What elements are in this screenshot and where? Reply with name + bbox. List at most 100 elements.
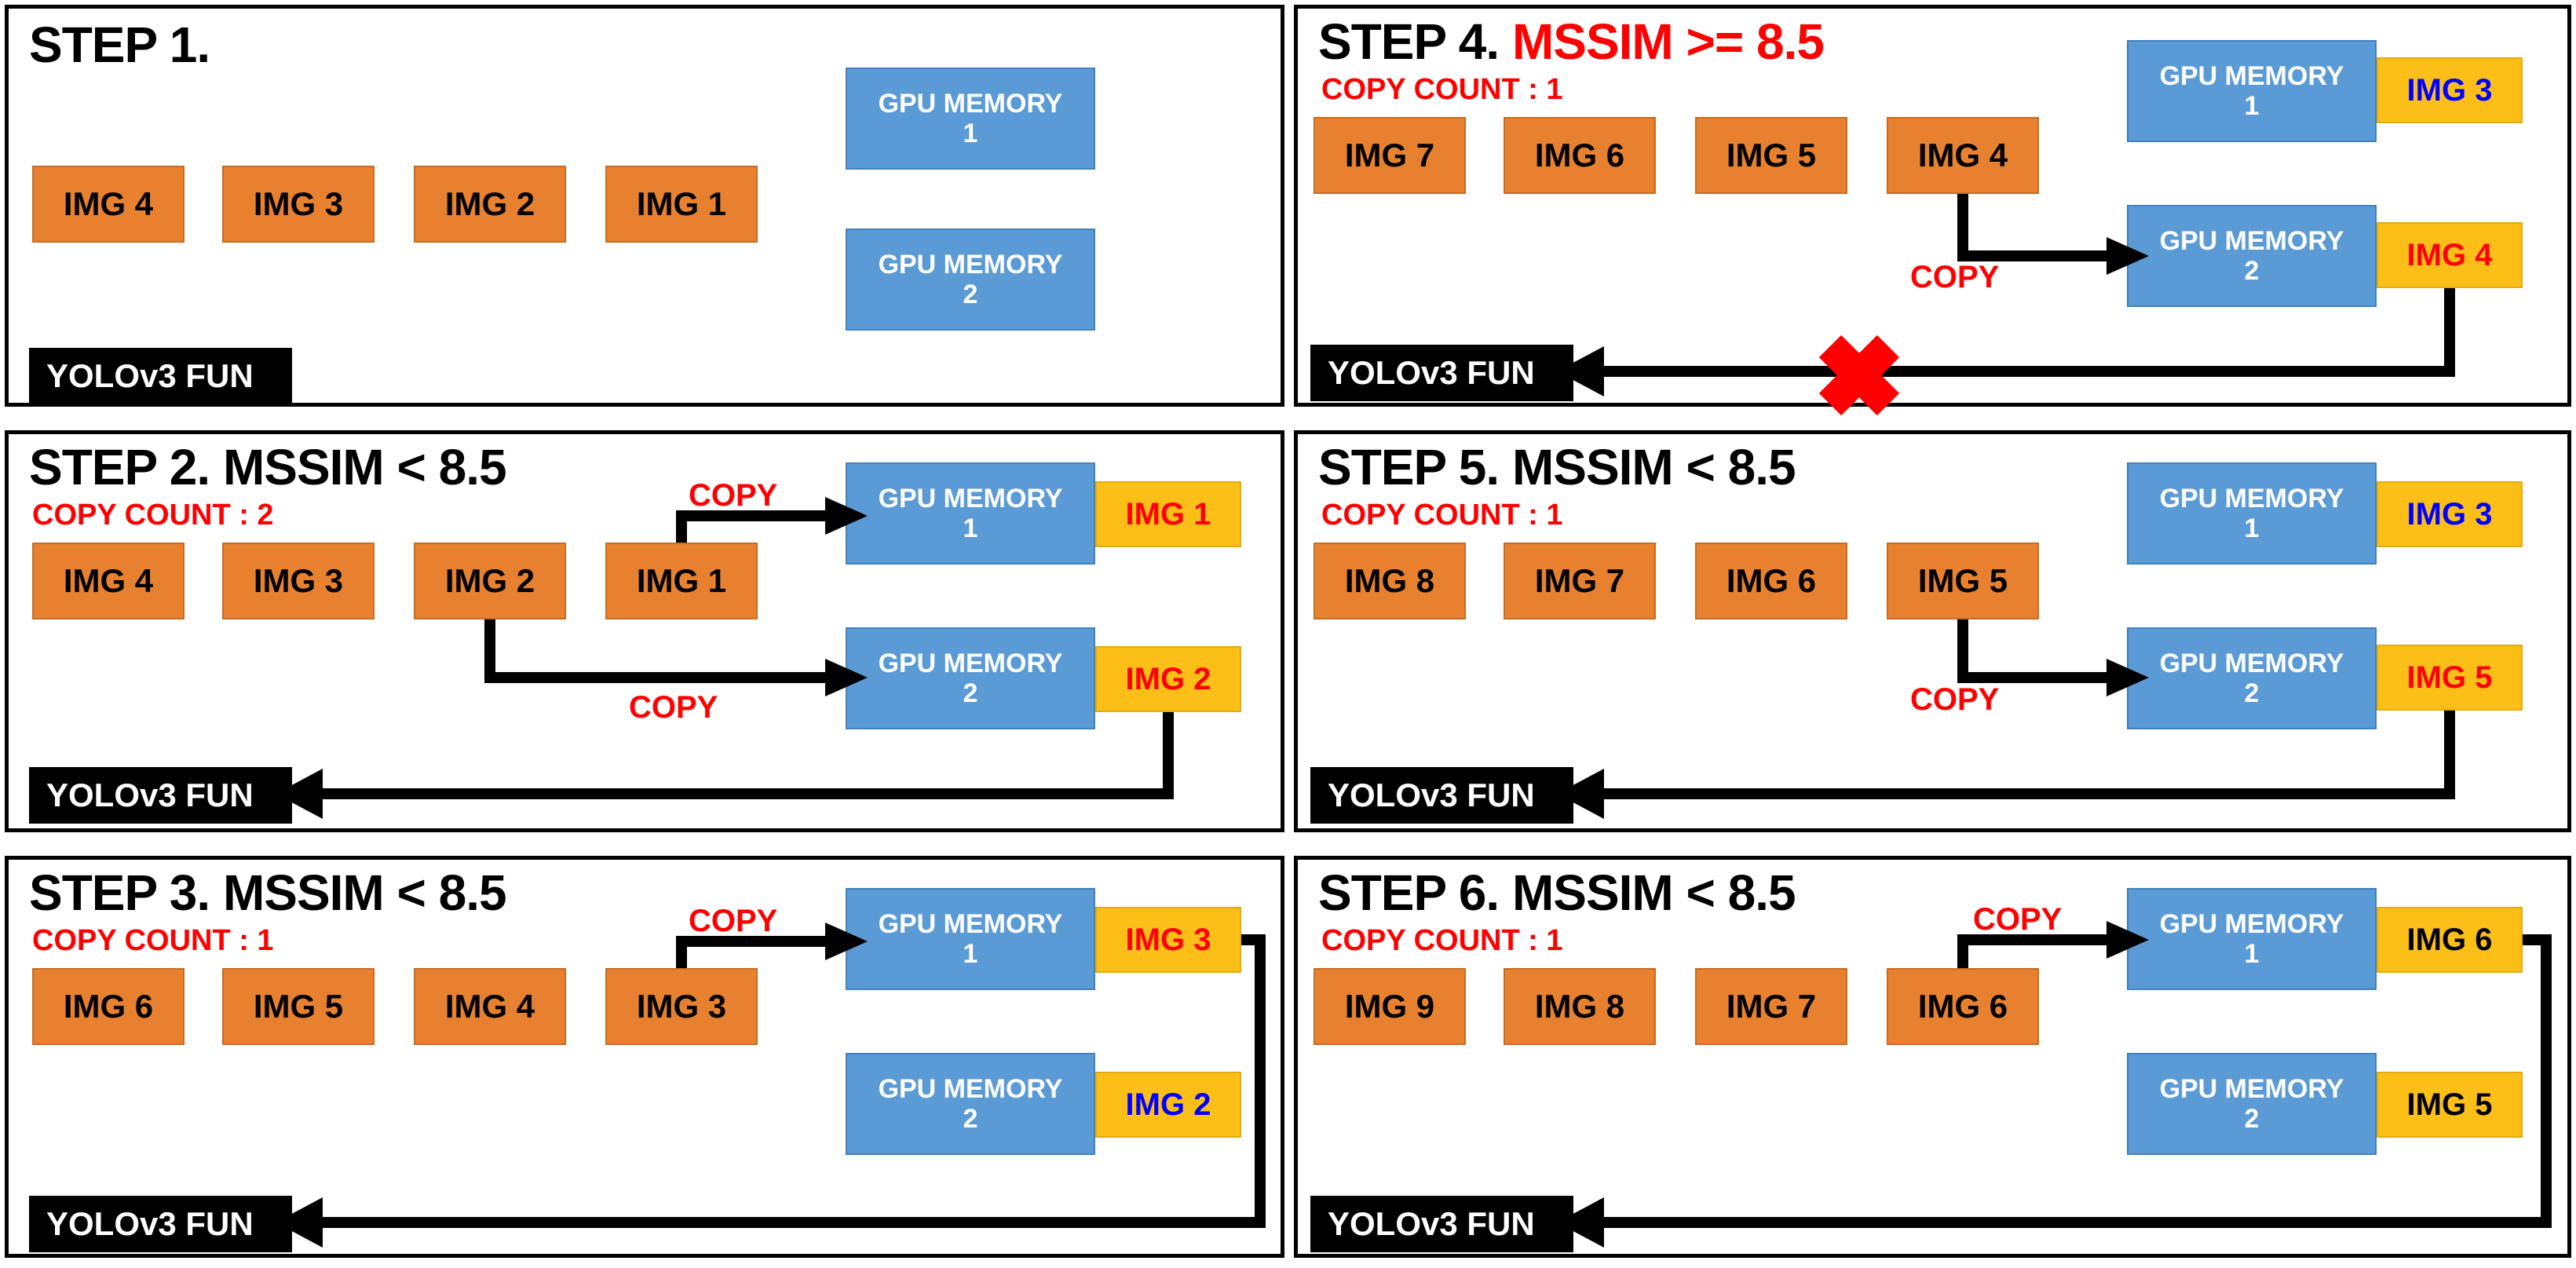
image-box[interactable]: IMG 4: [32, 543, 185, 619]
step-label: STEP 1.: [29, 16, 210, 73]
image-box[interactable]: IMG 7: [1314, 117, 1466, 194]
condition-label: MSSIM < 8.5: [1511, 864, 1796, 921]
gpu-memory-2: GPU MEMORY 2: [846, 627, 1095, 729]
image-box[interactable]: IMG 6: [1887, 968, 2039, 1045]
gpu-memory-1: GPU MEMORY 1: [846, 68, 1095, 170]
gpu-memory-2-tag: IMG 5: [2377, 645, 2523, 711]
gpu-memory-name: GPU MEMORY: [2159, 225, 2344, 256]
gpu-memory-2-tag: IMG 2: [1095, 646, 1241, 712]
gpu-memory-2: GPU MEMORY 2: [2127, 205, 2377, 307]
panel-step5: STEP 5. MSSIM < 8.5 COPY COUNT : 1 IMG 8…: [1294, 430, 2571, 832]
copy-count-label: COPY COUNT : 1: [32, 924, 274, 957]
gpu-memory-1-tag: IMG 3: [2377, 481, 2523, 547]
copy-label: COPY: [1910, 260, 2000, 294]
step-label: STEP 5.: [1318, 439, 1500, 495]
panel-title-step2: STEP 2. MSSIM < 8.5: [29, 439, 507, 495]
copy-count-label: COPY COUNT : 1: [1321, 73, 1563, 106]
panel-step6: STEP 6. MSSIM < 8.5 COPY COUNT : 1 IMG 9…: [1294, 856, 2571, 1258]
gpu-memory-index: 1: [963, 513, 978, 543]
image-box[interactable]: IMG 2: [414, 166, 566, 243]
gpu-memory-index: 2: [963, 280, 978, 309]
panel-title-step6: STEP 6. MSSIM < 8.5: [1318, 868, 1796, 918]
condition-label: MSSIM >= 8.5: [1511, 13, 1825, 70]
step-label: STEP 4.: [1318, 13, 1500, 70]
gpu-memory-name: GPU MEMORY: [2159, 483, 2344, 513]
image-box[interactable]: IMG 7: [1695, 968, 1847, 1045]
copy-count-label: COPY COUNT : 2: [32, 499, 274, 532]
panel-title-step5: STEP 5. MSSIM < 8.5: [1318, 442, 1796, 492]
gpu-memory-1-tag: IMG 6: [2377, 907, 2523, 973]
image-box[interactable]: IMG 5: [222, 968, 375, 1045]
copy-count-label: COPY COUNT : 1: [1321, 499, 1563, 532]
condition-label: MSSIM < 8.5: [222, 439, 507, 495]
gpu-memory-index: 1: [2244, 939, 2260, 969]
gpu-memory-1-tag: IMG 1: [1095, 481, 1241, 547]
image-box[interactable]: IMG 9: [1314, 968, 1466, 1045]
gpu-memory-1: GPU MEMORY 1: [2127, 462, 2377, 565]
image-box[interactable]: IMG 5: [1695, 117, 1847, 194]
image-box[interactable]: IMG 3: [222, 166, 375, 243]
gpu-memory-1: GPU MEMORY 1: [2127, 40, 2377, 142]
image-box[interactable]: IMG 8: [1504, 968, 1656, 1045]
gpu-memory-index: 2: [2244, 678, 2260, 708]
panel-title-step1: STEP 1.: [29, 20, 210, 70]
gpu-memory-index: 2: [2244, 1104, 2260, 1134]
gpu-memory-index: 1: [963, 119, 978, 148]
image-box[interactable]: IMG 7: [1504, 543, 1656, 619]
gpu-memory-name: GPU MEMORY: [2159, 648, 2344, 678]
gpu-memory-2: GPU MEMORY 2: [2127, 1053, 2377, 1155]
gpu-memory-1-tag: IMG 3: [1095, 907, 1241, 973]
copy-count-label: COPY COUNT : 1: [1321, 924, 1563, 957]
gpu-memory-1: GPU MEMORY 1: [846, 888, 1095, 990]
image-box[interactable]: IMG 4: [414, 968, 566, 1045]
gpu-memory-name: GPU MEMORY: [878, 483, 1063, 513]
gpu-memory-2-tag: IMG 4: [2377, 222, 2523, 288]
step-label: STEP 6.: [1318, 864, 1500, 921]
gpu-memory-index: 2: [2244, 256, 2260, 286]
panel-step3: STEP 3. MSSIM < 8.5 COPY COUNT : 1 IMG 6…: [5, 856, 1284, 1258]
blocked-x-icon: [1818, 334, 1900, 416]
gpu-memory-2-tag: IMG 5: [2377, 1072, 2523, 1138]
gpu-memory-name: GPU MEMORY: [878, 88, 1063, 119]
condition-label: MSSIM < 8.5: [1511, 439, 1796, 495]
gpu-memory-index: 2: [963, 678, 978, 708]
yolo-fun-box: YOLOv3 FUN: [29, 348, 292, 404]
panel-title-step3: STEP 3. MSSIM < 8.5: [29, 868, 507, 918]
image-box[interactable]: IMG 4: [32, 166, 185, 243]
image-box[interactable]: IMG 5: [1887, 543, 2039, 619]
yolo-fun-box: YOLOv3 FUN: [1310, 1196, 1573, 1252]
step-label: STEP 2.: [29, 439, 210, 495]
panel-title-step4: STEP 4. MSSIM >= 8.5: [1318, 13, 1825, 70]
copy-label-top: COPY: [689, 904, 778, 938]
image-box[interactable]: IMG 3: [605, 968, 758, 1045]
image-box[interactable]: IMG 6: [1695, 543, 1847, 619]
image-box[interactable]: IMG 1: [605, 543, 758, 619]
image-box[interactable]: IMG 6: [32, 968, 185, 1045]
image-box[interactable]: IMG 8: [1314, 543, 1466, 619]
panel-step1: STEP 1. IMG 4 IMG 3 IMG 2 IMG 1 GPU MEMO…: [5, 5, 1284, 407]
image-box[interactable]: IMG 2: [414, 543, 566, 619]
image-box[interactable]: IMG 3: [222, 543, 375, 619]
gpu-memory-index: 1: [2244, 91, 2260, 121]
gpu-memory-index: 1: [963, 939, 978, 969]
gpu-memory-index: 1: [2244, 513, 2260, 543]
gpu-memory-name: GPU MEMORY: [878, 908, 1063, 939]
image-box[interactable]: IMG 6: [1504, 117, 1656, 194]
copy-label-top: COPY: [689, 478, 778, 513]
image-box[interactable]: IMG 1: [605, 166, 758, 243]
yolo-fun-box: YOLOv3 FUN: [29, 1196, 292, 1252]
gpu-memory-name: GPU MEMORY: [2159, 908, 2344, 939]
yolo-fun-box: YOLOv3 FUN: [1310, 345, 1573, 401]
gpu-memory-index: 2: [963, 1104, 978, 1134]
yolo-fun-box: YOLOv3 FUN: [1310, 767, 1573, 824]
gpu-memory-name: GPU MEMORY: [2159, 60, 2344, 91]
step-label: STEP 3.: [29, 864, 210, 921]
gpu-memory-1: GPU MEMORY 1: [846, 462, 1095, 565]
gpu-memory-name: GPU MEMORY: [878, 249, 1063, 280]
gpu-memory-2-tag: IMG 2: [1095, 1072, 1241, 1138]
panel-step2: STEP 2. MSSIM < 8.5 COPY COUNT : 2 IMG 4…: [5, 430, 1284, 832]
gpu-memory-1-tag: IMG 3: [2377, 57, 2523, 123]
gpu-memory-name: GPU MEMORY: [878, 1073, 1063, 1104]
image-box[interactable]: IMG 4: [1887, 117, 2039, 194]
